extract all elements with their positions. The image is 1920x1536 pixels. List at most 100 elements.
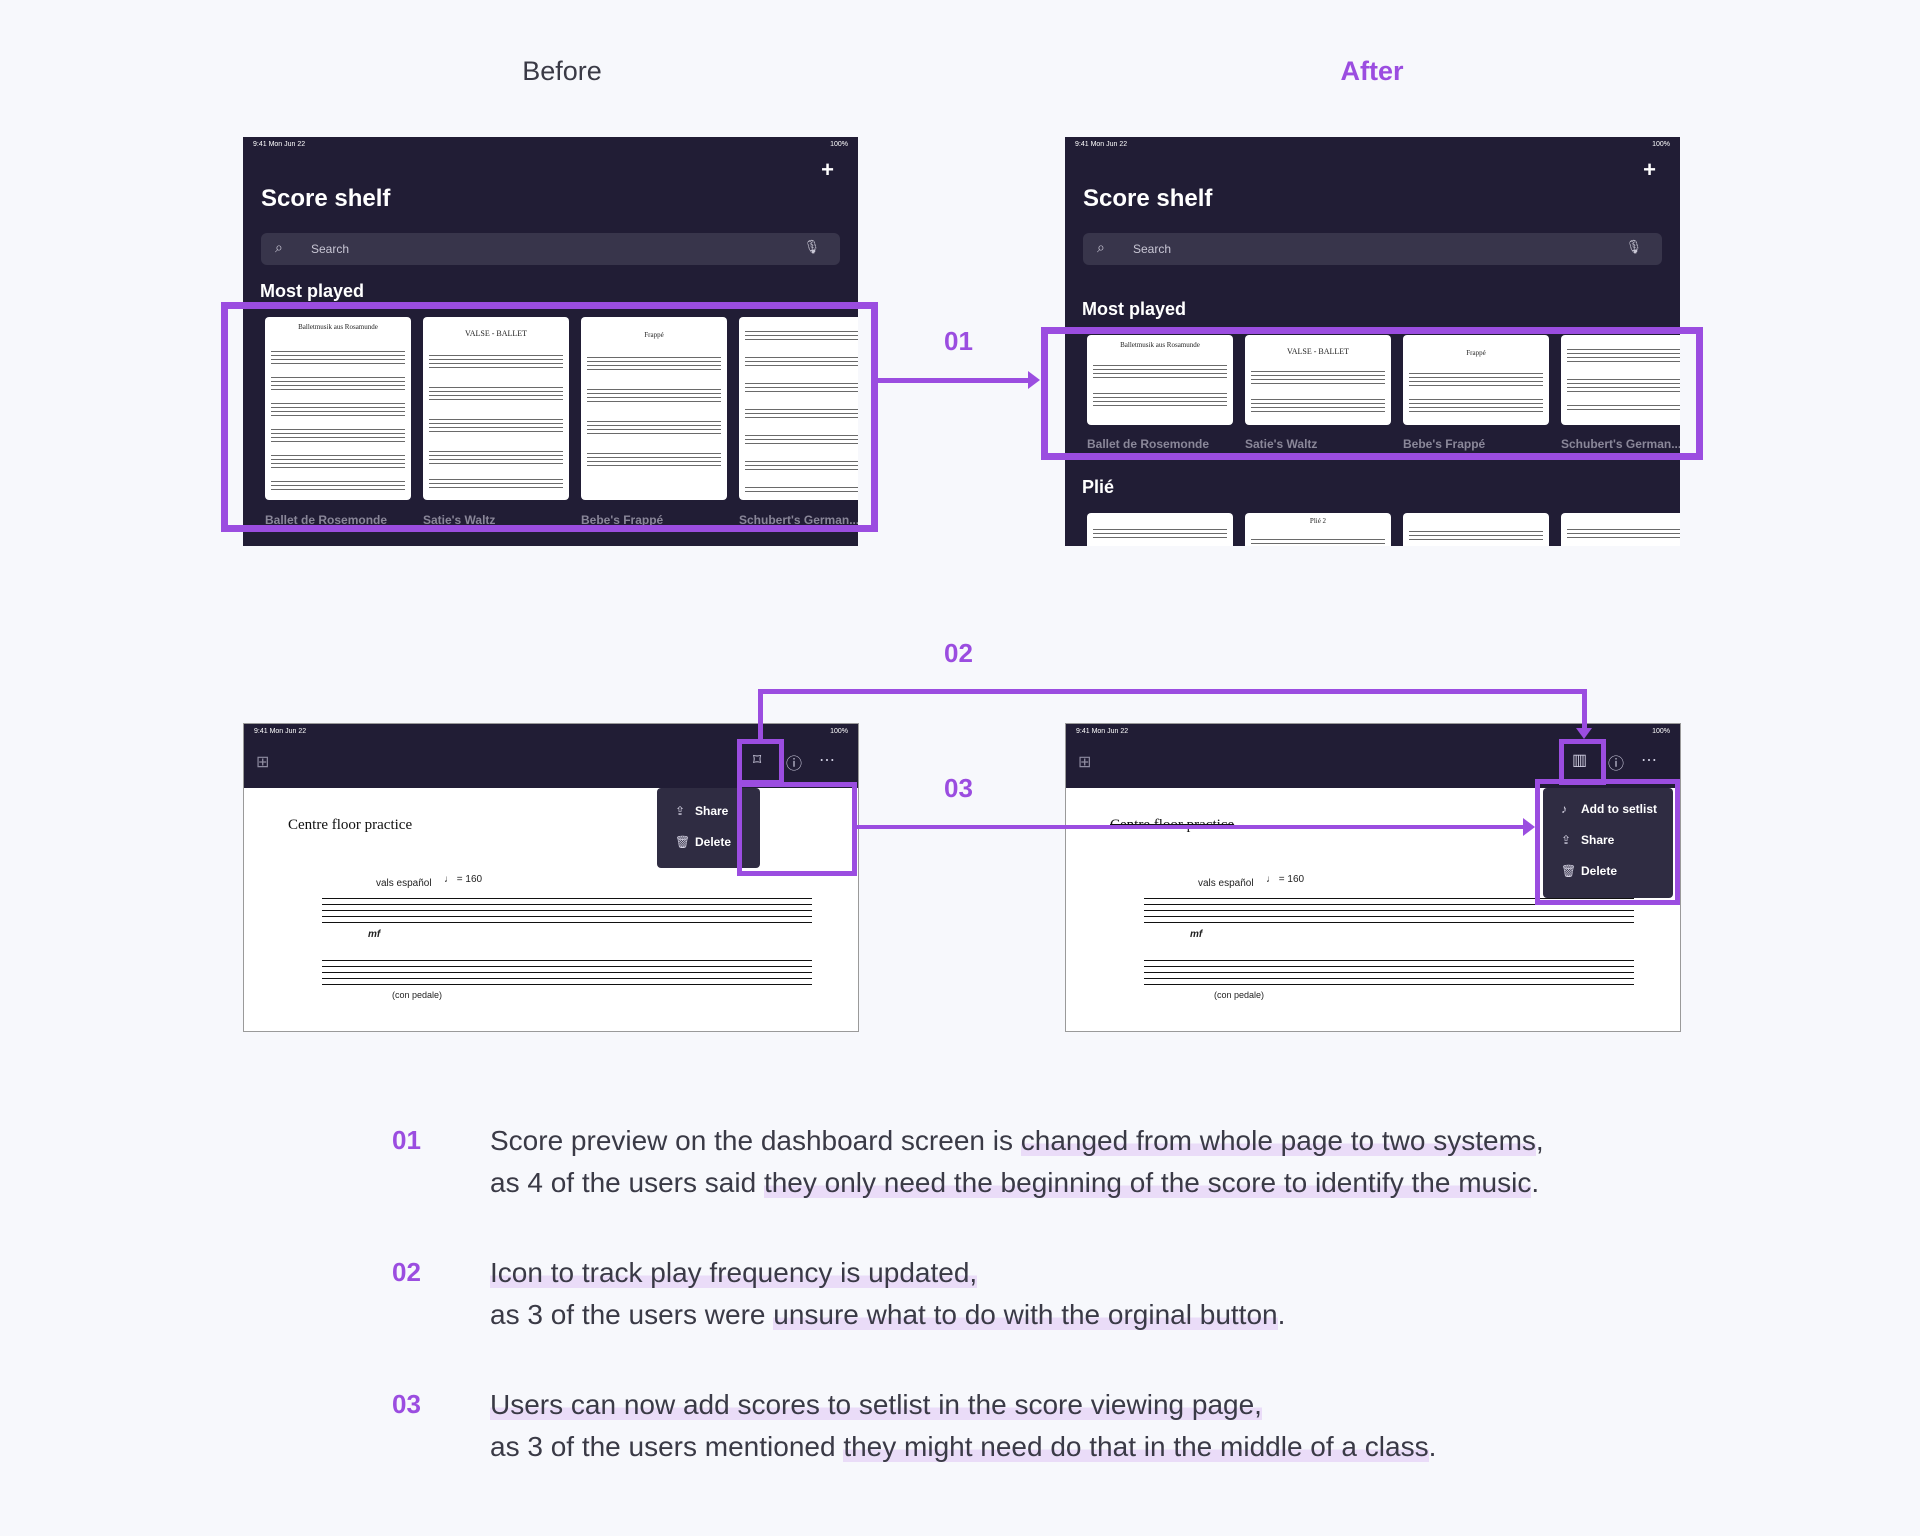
share-label: Share [695, 804, 729, 818]
status-battery: 100% [1652, 141, 1670, 148]
grid-icon[interactable]: ⊞ [1078, 754, 1092, 771]
delete-menu-item[interactable]: 🗑 Delete [675, 835, 731, 849]
after-score-shelf-screen: 9:41 Mon Jun 22 100% + Score shelf ⌕ Sea… [1065, 137, 1680, 546]
before-score-shelf-screen: 9:41 Mon Jun 22 100% + Score shelf ⌕ Sea… [243, 137, 858, 546]
most-played-heading: Most played [1082, 299, 1187, 319]
score-thumbnail[interactable]: Frappé [581, 317, 727, 500]
more-icon[interactable]: ⋯ [819, 752, 835, 769]
note-highlight: unsure what to do with the orginal butto… [773, 1299, 1278, 1330]
add-to-setlist-menu-item[interactable]: ♪Add to setlist [1561, 802, 1657, 816]
info-icon[interactable]: ⓘ [1608, 756, 1625, 773]
most-played-heading: Most played [260, 281, 365, 301]
add-score-button[interactable]: + [1643, 157, 1656, 182]
grid-icon[interactable]: ⊞ [256, 754, 270, 771]
note-highlight: Icon to track play frequency is updated, [490, 1257, 978, 1288]
score-thumbnail[interactable] [739, 317, 858, 500]
status-bar: 9:41 Mon Jun 22 100% [1075, 141, 1670, 148]
search-placeholder: Search [1133, 242, 1172, 256]
after-score-viewer: 9:41 Mon Jun 22 100% ⊞ ▥ ⓘ ⋯ Centre floo… [1065, 723, 1681, 1032]
score-thumbnail-title: VALSE - BALLET [464, 329, 528, 338]
dynamic-mark: mf [1190, 929, 1203, 940]
score-caption: Schubert's German... [1561, 437, 1680, 451]
note-highlight: Users can now add scores to setlist in t… [490, 1389, 1262, 1420]
score-thumbnail-title: Frappé [1466, 349, 1486, 357]
search-input[interactable]: ⌕ Search 🎙 [261, 233, 840, 265]
highlight-box-01-before [221, 302, 878, 532]
note-highlight: they only need the beginning of the scor… [763, 1167, 1532, 1198]
add-setlist-icon: ♪ [1561, 802, 1567, 816]
page-title: Score shelf [261, 185, 391, 212]
viewer-toolbar: 9:41 Mon Jun 22 100% ⊞ ⌑ ⓘ ⋯ [244, 724, 858, 788]
score-thumbnail-title: VALSE - BALLET [1286, 347, 1350, 356]
delete-label: Delete [695, 835, 732, 849]
score-thumbnail[interactable]: VALSE - BALLET [1245, 335, 1391, 425]
note-text: . [1428, 1431, 1437, 1462]
score-thumbnail[interactable] [1561, 513, 1680, 546]
score-thumbnail[interactable] [1403, 513, 1549, 546]
pedal-mark: (con pedale) [1214, 990, 1265, 1000]
highlight-box-03-before [737, 782, 857, 876]
connector-01 [878, 378, 1030, 383]
delete-menu-item[interactable]: 🗑Delete [1561, 864, 1617, 878]
arrow-head [1576, 728, 1592, 739]
note-03: Users can now add scores to setlist in t… [490, 1384, 1436, 1468]
note-number: 03 [392, 1389, 421, 1419]
score-thumbnail[interactable] [1561, 335, 1680, 425]
share-icon: ⇪ [1561, 833, 1572, 847]
tempo-mark: ♩ = 160 [444, 874, 483, 885]
highlight-box-02-before [737, 739, 784, 785]
score-thumbnail[interactable]: Balletmusik aus Rosamunde [265, 317, 411, 500]
share-label: Share [1581, 833, 1615, 847]
note-text: Score preview on the dashboard screen is [490, 1125, 1021, 1156]
note-02: Icon to track play frequency is updated,… [490, 1252, 1285, 1336]
context-menu: ♪Add to setlist ⇪ Share 🗑Delete [1543, 788, 1673, 898]
context-menu: ⇪Share 🗑 Delete [657, 788, 760, 868]
score-thumbnail-title: Balletmusik aus Rosamunde [1120, 341, 1200, 349]
score-thumbnail[interactable] [1087, 513, 1233, 546]
status-bar: 9:41 Mon Jun 22 100% [1076, 728, 1670, 735]
arrow-head [1523, 818, 1535, 836]
highlight-box-01-after [1041, 327, 1703, 460]
score-thumbnail[interactable]: Frappé [1403, 335, 1549, 425]
before-score-viewer: 9:41 Mon Jun 22 100% ⊞ ⌑ ⓘ ⋯ Centre floo… [243, 723, 859, 1032]
status-bar: 9:41 Mon Jun 22 100% [253, 141, 848, 148]
search-input[interactable]: ⌕ Search 🎙 [1083, 233, 1662, 265]
note-highlight: they might need do that in the middle of… [843, 1431, 1429, 1462]
score-thumbnail-title: Plié 2 [1309, 517, 1327, 525]
note-highlight: changed from whole page to two systems [1020, 1125, 1536, 1156]
highlight-box-03-after [1535, 779, 1680, 905]
info-icon[interactable]: ⓘ [786, 756, 803, 773]
status-battery: 100% [830, 141, 848, 148]
note-text: , [1535, 1125, 1544, 1156]
delete-label: Delete [1581, 864, 1618, 878]
microphone-icon[interactable]: 🎙 [803, 239, 820, 254]
status-time: 9:41 Mon Jun 22 [254, 728, 307, 735]
share-menu-item[interactable]: ⇪ Share [1561, 833, 1614, 847]
more-icon[interactable]: ⋯ [1641, 752, 1657, 769]
microphone-icon[interactable]: 🎙 [1625, 239, 1642, 254]
score-thumbnail[interactable]: Plié 2 [1245, 513, 1391, 546]
note-text: as 3 of the users were [490, 1299, 774, 1330]
connector-02 [1582, 689, 1587, 730]
score-caption: Bebe's Frappé [1403, 437, 1486, 451]
score-thumbnail[interactable]: VALSE - BALLET [423, 317, 569, 500]
add-score-button[interactable]: + [821, 157, 834, 182]
before-label: Before [522, 56, 602, 86]
score-thumbnail-title: Frappé [644, 331, 664, 339]
note-number: 01 [392, 1125, 421, 1155]
arrow-head [1028, 371, 1040, 389]
score-thumbnail[interactable]: Balletmusik aus Rosamunde [1087, 335, 1233, 425]
connector-02 [758, 689, 1587, 694]
note-number: 02 [392, 1257, 421, 1287]
trash-icon: 🗑 [675, 835, 691, 849]
share-menu-item[interactable]: ⇪Share [675, 804, 728, 818]
practice-label: Centre floor practice [288, 817, 413, 833]
tempo-label: vals español [376, 878, 432, 889]
search-placeholder: Search [311, 242, 350, 256]
connector-03 [857, 825, 1525, 829]
play-frequency-icon[interactable]: ▥ [1572, 752, 1588, 769]
score-caption: Satie's Waltz [423, 513, 496, 527]
search-icon: ⌕ [275, 239, 283, 255]
score-caption: Schubert's German... [739, 513, 858, 527]
bookmark-icon[interactable]: ⌑ [753, 752, 762, 769]
